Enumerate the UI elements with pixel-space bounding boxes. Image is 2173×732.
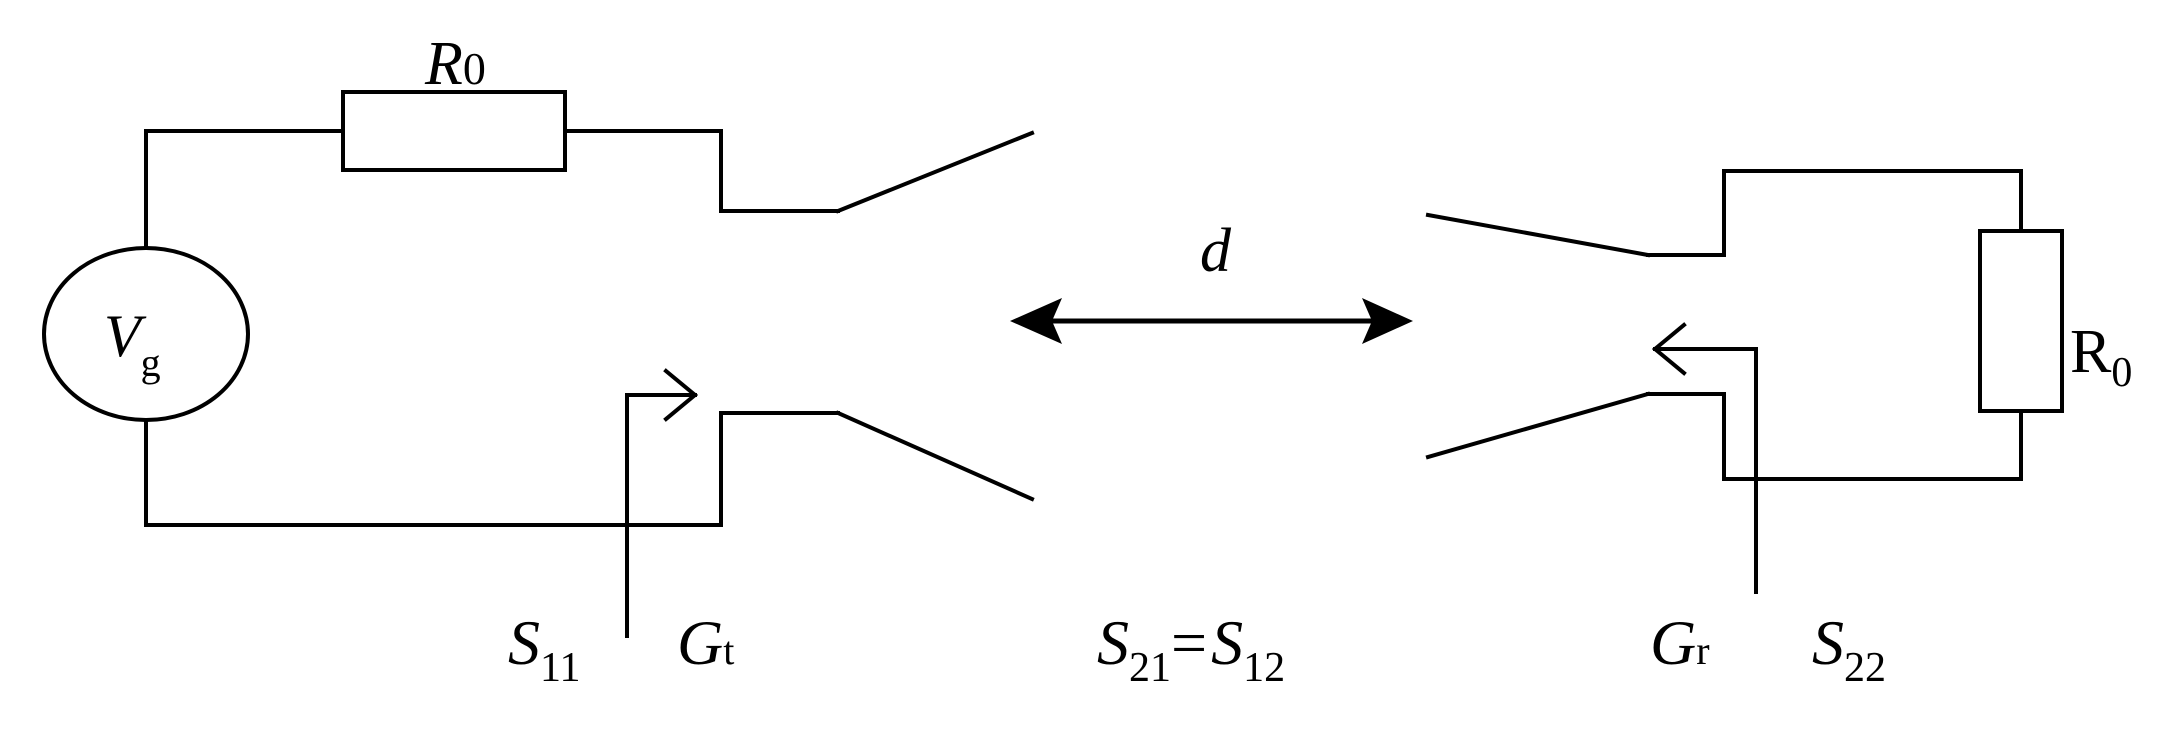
s22-arrow: [1651, 322, 1758, 594]
voltage-source: [42, 246, 250, 422]
gr-label: Gr: [1650, 607, 1710, 678]
gt-label: Gt: [677, 607, 734, 678]
s22-label: S22: [1812, 607, 1886, 691]
rx-bottom-wire: [1646, 392, 2023, 481]
distance-label: d: [1200, 217, 1232, 285]
rx-resistor-label: R0: [2070, 318, 2132, 396]
tx-bottom-wire: [144, 411, 840, 527]
rx-top-wire: [1646, 169, 2023, 257]
distance-arrowhead-right: [1362, 298, 1413, 344]
tx-top-wire-left: [144, 129, 345, 250]
s11-arrow: [625, 368, 699, 638]
tx-antenna-lower-arm: [835, 410, 1035, 502]
tx-resistor: [341, 90, 567, 172]
rx-antenna-lower-arm: [1425, 391, 1651, 460]
transmitter-circuit: [42, 90, 1035, 638]
tx-top-wire-right: [563, 129, 840, 213]
rx-antenna-upper-arm: [1425, 212, 1651, 258]
receiver-circuit: [1425, 169, 2064, 594]
source-label: Vg: [104, 303, 161, 385]
tx-resistor-label: R0: [424, 30, 486, 98]
rx-resistor: [1978, 229, 2064, 413]
tx-antenna-upper-arm: [835, 130, 1035, 214]
distance-arrow: [1010, 298, 1413, 344]
s11-label: S11: [508, 607, 580, 691]
distance-arrowhead-left: [1010, 298, 1062, 344]
s21-equals-s12-label: S21=S12: [1097, 607, 1285, 691]
